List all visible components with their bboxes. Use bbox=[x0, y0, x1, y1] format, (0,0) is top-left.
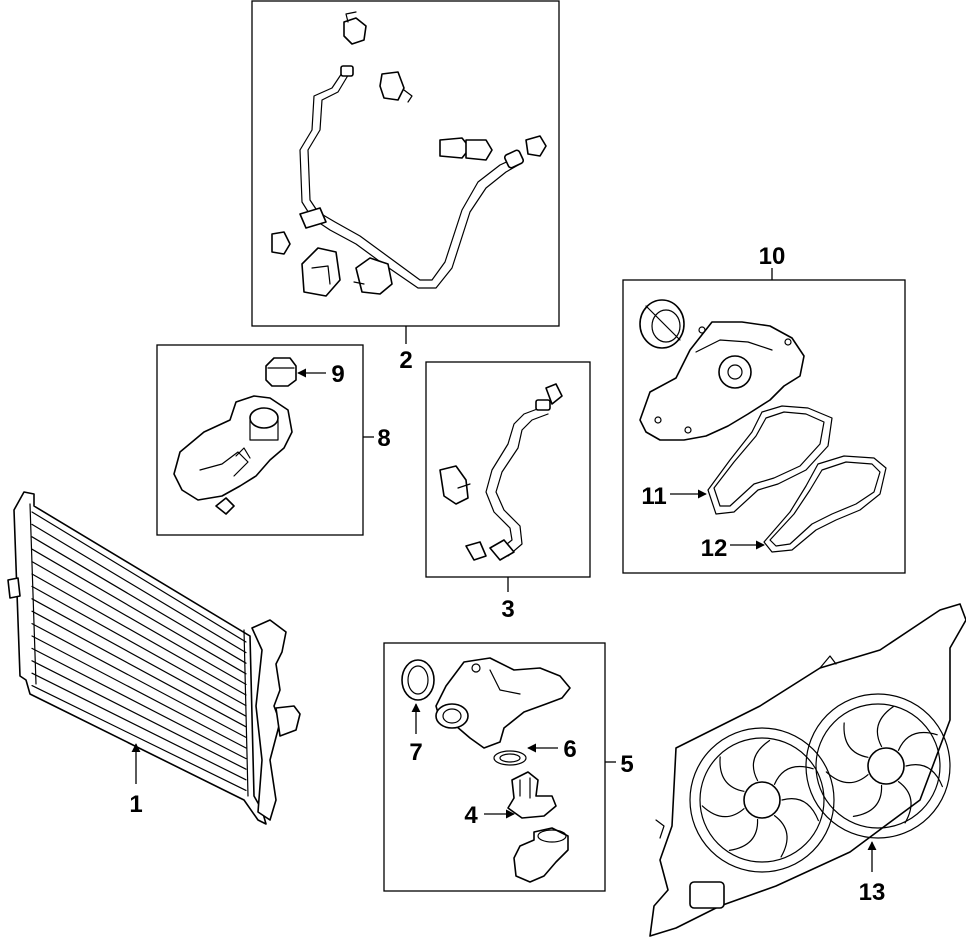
callout-13: 13 bbox=[859, 879, 886, 906]
callout-9: 9 bbox=[331, 361, 344, 388]
radiator-fin bbox=[31, 548, 247, 675]
lower-hose bbox=[439, 383, 563, 561]
radiator-fin bbox=[31, 610, 247, 728]
pump-pulley bbox=[639, 299, 685, 349]
pump-gasket-upper bbox=[707, 405, 833, 515]
callout-8: 8 bbox=[377, 425, 390, 452]
radiator-fin bbox=[31, 585, 247, 707]
pump-gasket-lower bbox=[763, 455, 887, 553]
fan-blade bbox=[897, 731, 938, 751]
box-water-pump bbox=[622, 279, 906, 574]
coolant-reservoir bbox=[173, 395, 293, 515]
radiator bbox=[7, 491, 301, 825]
thermostat bbox=[507, 771, 557, 819]
fan-blade bbox=[825, 771, 869, 784]
upper-hose-assembly bbox=[271, 11, 547, 297]
radiator-fin bbox=[31, 672, 247, 781]
radiator-fin bbox=[31, 647, 247, 760]
callout-11: 11 bbox=[641, 483, 666, 510]
thermostat-seal-ring bbox=[401, 659, 435, 701]
radiator-fin bbox=[31, 573, 247, 696]
callout-5: 5 bbox=[620, 751, 633, 778]
callout-2: 2 bbox=[399, 347, 412, 374]
fan-blade bbox=[728, 818, 759, 851]
reservoir-cap bbox=[265, 357, 297, 387]
fan-blade bbox=[843, 722, 869, 758]
box-reservoir bbox=[156, 344, 364, 536]
fan-blade bbox=[781, 798, 819, 822]
callout-6: 6 bbox=[563, 736, 576, 763]
fan-blade bbox=[773, 765, 814, 785]
water-pump bbox=[639, 321, 805, 441]
fan-blade bbox=[752, 739, 771, 782]
fan-blade bbox=[701, 805, 745, 818]
radiator-fin bbox=[31, 622, 247, 739]
callout-3: 3 bbox=[501, 596, 514, 623]
radiator-fin bbox=[31, 660, 247, 770]
callout-10: 10 bbox=[759, 243, 786, 270]
callout-12: 12 bbox=[701, 535, 728, 562]
thermostat-gasket bbox=[493, 750, 527, 766]
fan-blade bbox=[876, 705, 895, 748]
thermostat-housing bbox=[435, 657, 571, 749]
radiator-fin bbox=[31, 635, 247, 749]
radiator-fin bbox=[31, 511, 247, 643]
fan-blade bbox=[852, 784, 883, 817]
fan-blade bbox=[897, 781, 912, 824]
radiator-fins bbox=[31, 511, 247, 792]
callout-7: 7 bbox=[409, 739, 422, 766]
callout-1: 1 bbox=[129, 791, 142, 818]
callout-4: 4 bbox=[464, 802, 478, 829]
radiator-fin bbox=[31, 523, 247, 654]
radiator-fin bbox=[31, 684, 247, 792]
fan-blades bbox=[701, 705, 943, 858]
fan-blade bbox=[773, 815, 788, 858]
radiator-fin bbox=[31, 560, 247, 686]
fan-blade bbox=[719, 756, 745, 792]
fan-blade bbox=[905, 764, 943, 788]
fan-shroud bbox=[649, 603, 966, 937]
box-thermostat bbox=[383, 642, 606, 892]
radiator-fin bbox=[31, 536, 247, 664]
radiator-fin bbox=[31, 598, 247, 717]
thermostat-outlet bbox=[513, 827, 569, 883]
